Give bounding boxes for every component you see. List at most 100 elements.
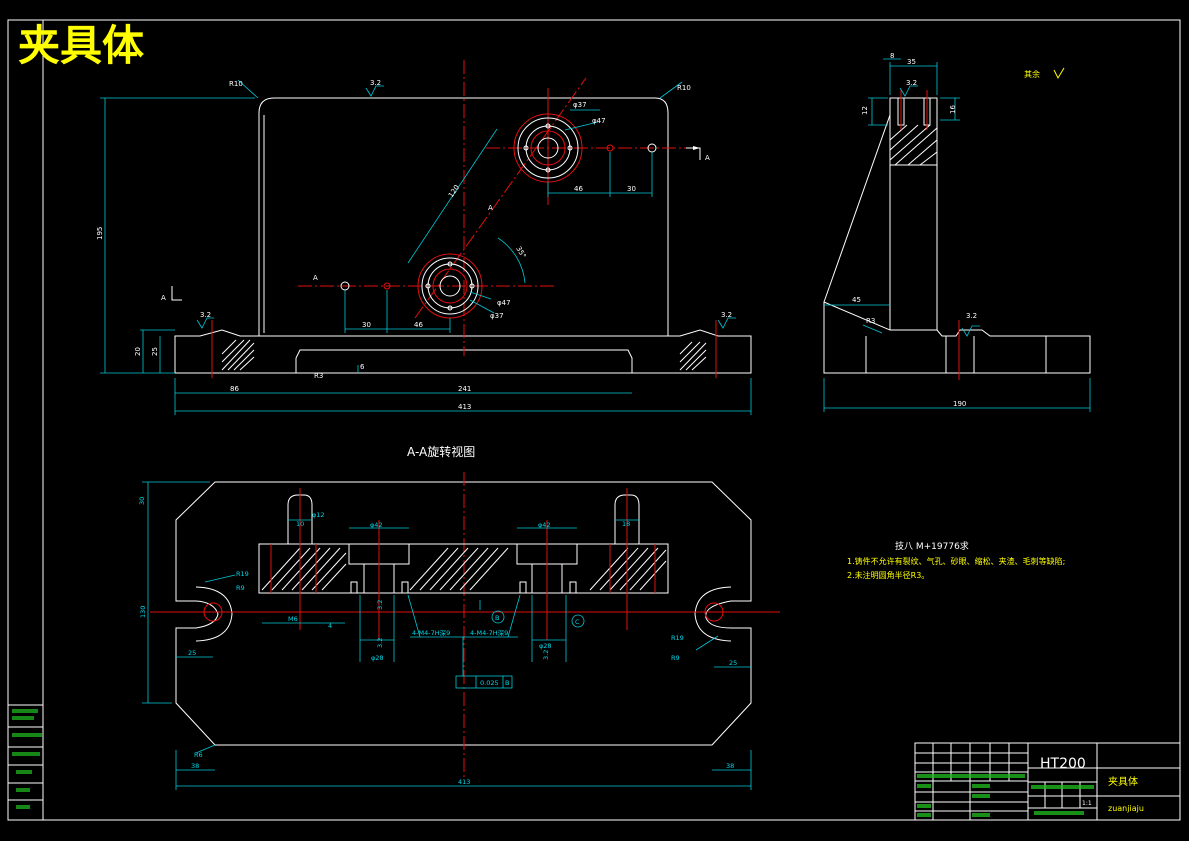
plan-dia-12: φ12: [312, 511, 325, 519]
dim-241: 241: [458, 385, 471, 393]
side-dimensions: [823, 58, 1091, 412]
part-pinyin-label: zuanjiaju: [1108, 804, 1144, 813]
svg-text:A: A: [705, 154, 710, 162]
base-block: [174, 329, 752, 374]
dim-46-left: 46: [414, 321, 423, 329]
angle-35: 35°: [514, 245, 527, 260]
svg-text:3.2: 3.2: [906, 79, 917, 87]
dim-30-right: 30: [627, 185, 636, 193]
tolerance-value: 0.025: [480, 679, 499, 687]
tolerance-datum: B: [505, 679, 509, 687]
title-block: HT200 夹具体 zuanjiaju 1:1: [914, 742, 1181, 821]
tech-req-line-1: 1.铸件不允许有裂纹、气孔、砂眼、缩松、夹渣、毛刺等缺陷;: [847, 556, 1065, 566]
thread-note-right: 4-M4-7H深9: [470, 628, 508, 637]
dia-37-top: φ37: [573, 101, 587, 109]
part-name-label: 夹具体: [1108, 775, 1138, 788]
plan-dim-38-right: 38: [726, 762, 734, 770]
plan-dim-30: 30: [138, 497, 146, 505]
plan-dia-28-right: φ28: [539, 642, 552, 650]
plan-dim-25-right: 25: [729, 659, 737, 667]
plan-r6: R6: [194, 751, 203, 759]
radius-label-left: R10: [229, 80, 243, 88]
scale-label: 1:1: [1082, 800, 1092, 807]
side-dim-r3: R3: [866, 317, 875, 325]
side-dim-45: 45: [852, 296, 861, 304]
material-label: HT200: [1040, 756, 1086, 772]
plan-dim-38-left: 38: [191, 762, 199, 770]
svg-text:A: A: [488, 204, 493, 212]
plan-m6: M6: [288, 615, 298, 623]
plan-view: 30 10 φ12 φ42 φ42 18 R19 R9 130 M6 4 4-M…: [138, 472, 780, 790]
dim-195: 195: [96, 227, 104, 240]
svg-text:3.2: 3.2: [200, 311, 211, 319]
datum-b: B: [495, 614, 499, 622]
outer-border: [7, 19, 1181, 821]
plan-r19-left: R19: [236, 570, 249, 578]
dia-47-top: φ47: [592, 117, 606, 125]
side-dim-35: 35: [907, 58, 916, 66]
upright-plate: [258, 97, 669, 337]
plan-r19-right: R19: [671, 634, 684, 642]
dim-413-front: 413: [458, 403, 471, 411]
side-dim-16: 16: [949, 105, 957, 114]
plan-dim-4: 4: [328, 622, 332, 630]
plan-dia-42-left: φ42: [370, 521, 383, 529]
plan-dia-42-right: φ42: [538, 521, 551, 529]
plan-dim-413: 413: [458, 778, 470, 786]
tech-req-heading: 技八 M+19776求: [895, 540, 969, 552]
technical-requirements: 技八 M+19776求 1.铸件不允许有裂纹、气孔、砂眼、缩松、夹渣、毛刺等缺陷…: [847, 540, 1065, 580]
section-view-label: A-A旋转视图: [407, 444, 475, 459]
dim-30-left: 30: [362, 321, 371, 329]
upper-boss: [513, 113, 583, 183]
side-dim-190: 190: [953, 400, 966, 408]
svg-text:A: A: [161, 294, 166, 302]
dim-6: 6: [360, 363, 365, 371]
svg-text:3.2: 3.2: [376, 600, 384, 610]
dim-r3: R3: [314, 372, 323, 380]
plan-r9-left: R9: [236, 584, 245, 592]
other-note: 其余: [1024, 69, 1040, 79]
plan-dim-130: 130: [139, 606, 147, 618]
hatch-right: [679, 341, 707, 371]
svg-text:3.2: 3.2: [721, 311, 732, 319]
side-dim-8: 8: [890, 52, 894, 60]
roughness-top: 3.2: [370, 79, 381, 87]
datum-c: C: [575, 618, 580, 626]
dim-20: 20: [134, 347, 142, 356]
svg-text:3.2: 3.2: [542, 650, 550, 660]
plate-outline: [175, 481, 752, 746]
front-dimensions: [100, 79, 752, 415]
base-recess: [295, 349, 633, 373]
tech-req-line-2: 2.未注明圆角半径R3。: [847, 570, 929, 580]
dia-37-bot: φ37: [490, 312, 504, 320]
front-view: R10 R10 3.2 φ37 φ47 φ47 φ37 195 30 46 46…: [96, 60, 752, 415]
plan-dim-25-left: 25: [188, 649, 196, 657]
hatch-left: [221, 339, 255, 371]
dia-47-bot: φ47: [497, 299, 511, 307]
section-body: [258, 543, 669, 594]
dim-46-right: 46: [574, 185, 583, 193]
lower-boss: [417, 253, 483, 319]
side-dim-12: 12: [861, 106, 869, 115]
radius-label-right: R10: [677, 84, 691, 92]
inner-border: [42, 19, 1181, 821]
left-margin-table: [7, 704, 44, 821]
plan-dia-28-left: φ28: [371, 654, 384, 662]
plan-hatch: [261, 547, 667, 591]
side-upright: [889, 97, 938, 330]
plan-dimensions: [142, 481, 752, 790]
svg-text:3.2: 3.2: [966, 312, 977, 320]
geometric-tolerance-frame: [455, 675, 513, 689]
dim-25: 25: [151, 347, 159, 356]
plan-dim-10: 10: [296, 520, 304, 528]
dim-86: 86: [230, 385, 239, 393]
plan-dim-18: 18: [622, 520, 630, 528]
svg-text:3.2: 3.2: [376, 638, 384, 648]
plan-r9-right: R9: [671, 654, 680, 662]
svg-text:A: A: [313, 274, 318, 282]
thread-note-left: 4-M4-7H深9: [412, 628, 450, 637]
drawing-title: 夹具体: [18, 21, 144, 70]
side-hatch: [889, 124, 938, 166]
side-view: 8 35 12 16 45 R3 190 3.2 3.2 其余: [823, 52, 1091, 412]
